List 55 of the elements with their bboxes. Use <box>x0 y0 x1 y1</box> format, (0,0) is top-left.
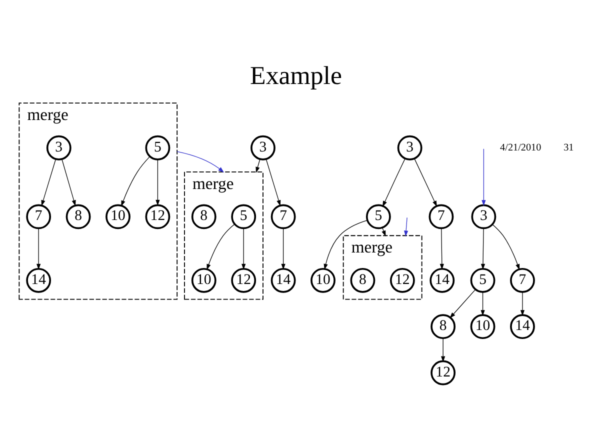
arrow <box>281 228 286 270</box>
node-circle: 8 <box>350 268 376 293</box>
arrow <box>156 159 160 206</box>
arrow <box>176 151 224 173</box>
node-circle: 3 <box>46 135 72 160</box>
arrow <box>41 158 56 206</box>
arrow <box>414 158 437 207</box>
node-circle: 8 <box>66 204 91 230</box>
arrow <box>266 158 281 206</box>
node-circle: 7 <box>26 204 52 230</box>
arrow <box>520 292 525 316</box>
arrow <box>324 220 368 270</box>
node-circle: 12 <box>430 360 456 386</box>
node-circle: 12 <box>145 204 170 230</box>
node-circle: 3 <box>471 204 496 230</box>
node-circle: 12 <box>390 268 415 293</box>
arrow <box>382 158 406 207</box>
arrow <box>382 228 386 237</box>
arrow <box>440 228 444 270</box>
node-circle: 3 <box>250 135 276 160</box>
node-circle: 10 <box>106 204 130 230</box>
arrow <box>36 228 41 270</box>
arrow <box>121 156 150 206</box>
arrow <box>482 148 486 206</box>
node-circle: 14 <box>510 314 535 340</box>
arrow <box>450 289 476 318</box>
label: 31 <box>564 142 574 154</box>
arrow <box>206 224 235 270</box>
arrow <box>242 228 246 270</box>
node-circle: 5 <box>366 204 391 230</box>
node-circle: 5 <box>145 135 170 160</box>
arrow <box>441 338 446 362</box>
node-circle: 12 <box>231 268 256 293</box>
arrow <box>62 158 76 206</box>
arrow <box>480 292 485 316</box>
arrow <box>256 158 260 173</box>
node-circle: 7 <box>270 204 296 230</box>
diagram-title: Example <box>250 61 342 90</box>
arrow <box>492 224 520 270</box>
node-circle: 5 <box>470 268 496 293</box>
node-circle: 10 <box>191 268 216 293</box>
node-circle: 8 <box>430 314 456 340</box>
node-circle: 14 <box>26 268 52 293</box>
node-circle: 8 <box>191 204 216 230</box>
node-circle: 5 <box>231 204 256 230</box>
arrow <box>404 217 408 237</box>
node-circle: 10 <box>470 314 496 340</box>
node-circle: 3 <box>397 135 422 160</box>
node-circle: 7 <box>428 204 454 230</box>
arrow <box>480 228 486 270</box>
node-circle: 14 <box>430 268 455 293</box>
node-circle: 10 <box>310 268 336 293</box>
node-circle: 14 <box>270 268 296 293</box>
node-circle: 7 <box>510 268 535 293</box>
label: 4/21/2010 <box>500 142 542 154</box>
